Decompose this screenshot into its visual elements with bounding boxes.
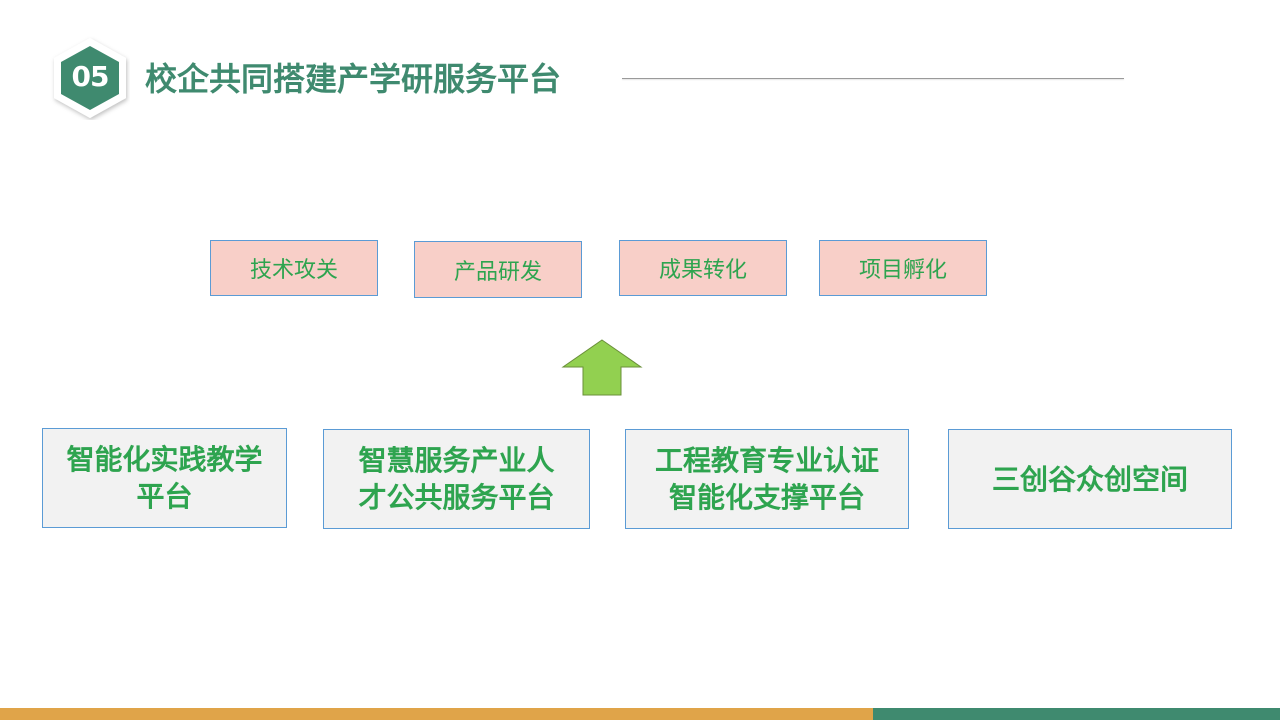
platform-label-line1: 智能化实践教学 — [66, 443, 263, 476]
up-arrow-icon — [560, 338, 644, 398]
outcome-box-project-incubation: 项目孵化 — [819, 240, 987, 296]
outcome-label: 技术攻关 — [249, 258, 338, 283]
section-number-badge: 05 — [50, 36, 130, 120]
outcome-box-achievement-transfer: 成果转化 — [619, 240, 787, 296]
hexagon-icon — [54, 38, 126, 118]
title-divider — [622, 78, 1124, 79]
outcome-label: 产品研发 — [453, 259, 542, 285]
outcome-box-product-rd: 产品研发 — [414, 241, 582, 298]
footer-bar-green — [873, 708, 1280, 720]
platform-box-smart-practice: 智能化实践教学 平台 — [42, 428, 287, 528]
platform-label-line2: 智能化支撑平台 — [668, 481, 865, 514]
page-title: 校企共同搭建产学研服务平台 — [145, 60, 562, 98]
platform-label-line1: 工程教育专业认证 — [654, 444, 879, 477]
outcome-label: 成果转化 — [658, 258, 747, 283]
platform-box-engineering-cert: 工程教育专业认证 智能化支撑平台 — [625, 429, 909, 529]
outcome-box-tech-breakthrough: 技术攻关 — [210, 240, 378, 296]
platform-label-line2: 平台 — [136, 480, 193, 513]
platform-label-line1: 三创谷众创空间 — [991, 462, 1188, 496]
platform-label-line2: 才公共服务平台 — [358, 481, 555, 514]
platform-label-line1: 智慧服务产业人 — [358, 444, 555, 477]
section-number: 05 — [71, 60, 110, 93]
outcome-label: 项目孵化 — [858, 258, 947, 283]
footer-bar-orange — [0, 708, 873, 720]
platform-box-smart-service: 智慧服务产业人 才公共服务平台 — [323, 429, 590, 529]
platform-box-maker-space: 三创谷众创空间 — [948, 429, 1232, 529]
